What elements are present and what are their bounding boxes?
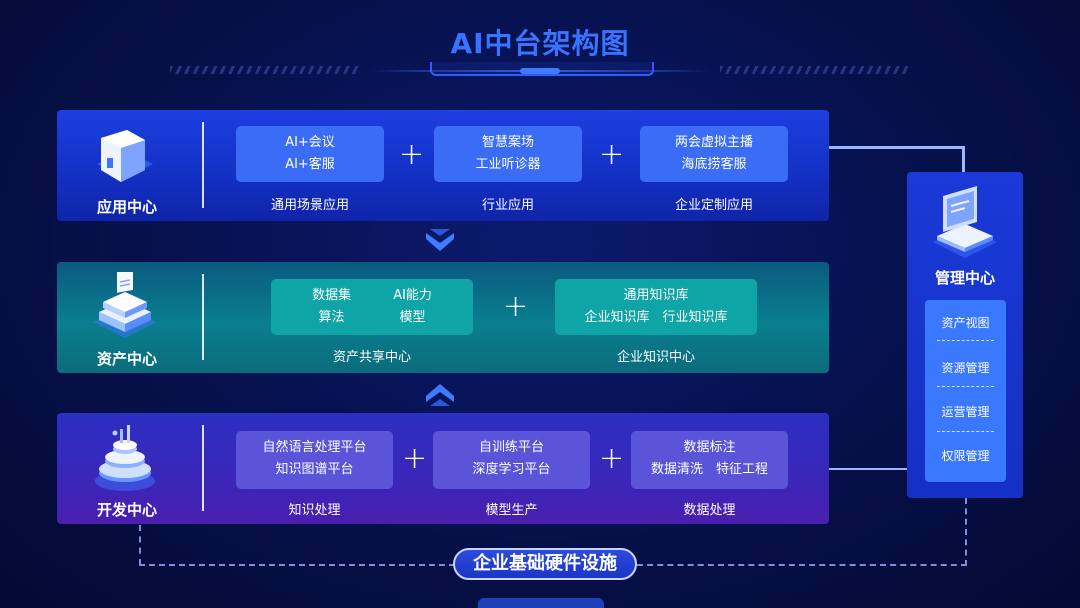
connector-dev-mgmt — [829, 468, 909, 470]
plus-icon: + — [399, 137, 425, 172]
card-line: 通用知识库 — [623, 288, 689, 303]
management-list: 资产视图 资源管理 运营管理 权限管理 — [925, 300, 1006, 482]
card-line: 数据清洗 特征工程 — [650, 462, 768, 477]
asset-center-row: 资产中心 数据集 AI能力 算法 模型 资产共享中心 + 通用知识库 企业知识库… — [57, 262, 829, 373]
card-industry-apps: 智慧案场 工业听诊器 — [434, 126, 582, 182]
card-line: 深度学习平台 — [472, 462, 551, 477]
platform-stack-icon — [95, 425, 155, 491]
asset-center-label: 资产中心 — [96, 350, 157, 368]
dashed-right-horizontal — [637, 564, 967, 566]
mgmt-item-operations: 运营管理 — [941, 405, 990, 419]
header-dot — [520, 68, 560, 74]
plus-icon: + — [402, 441, 428, 476]
caption-asset-sharing: 资产共享中心 — [332, 350, 411, 365]
stacked-server-icon — [93, 272, 157, 338]
header-stripes-right — [720, 66, 910, 74]
plus-icon: + — [599, 441, 625, 476]
management-center-label: 管理中心 — [934, 269, 995, 287]
separator — [937, 431, 994, 432]
card-line: 智慧案场 — [481, 135, 534, 150]
separator — [937, 386, 994, 387]
management-center-panel: 管理中心 资产视图 资源管理 运营管理 权限管理 — [907, 172, 1023, 498]
caption-data-processing: 数据处理 — [683, 503, 736, 518]
asset-item: 模型 — [399, 310, 426, 325]
header-stripes-left — [170, 66, 360, 74]
connector-app-mgmt-down — [962, 146, 965, 174]
caption-knowledge: 企业知识中心 — [616, 350, 695, 365]
card-line: 知识图谱平台 — [275, 462, 354, 477]
card-line: 企业知识库 行业知识库 — [584, 310, 728, 325]
mgmt-item-asset-view: 资产视图 — [941, 316, 990, 330]
card-line: 数据标注 — [683, 440, 736, 455]
card-general-apps: AI+会议 AI+客服 — [236, 126, 384, 182]
grid-row: 算法 模型 — [271, 307, 473, 329]
asset-item: 数据集 — [312, 288, 352, 303]
card-line: 自训练平台 — [478, 440, 544, 455]
card-asset-sharing: 数据集 AI能力 算法 模型 — [271, 279, 473, 335]
dashed-right-vertical — [965, 498, 967, 566]
card-line: 海底捞客服 — [681, 157, 747, 172]
plus-icon: + — [599, 137, 625, 172]
divider — [202, 122, 204, 208]
infrastructure-pill: 企业基础硬件设施 — [453, 548, 637, 580]
laptop-icon — [933, 186, 997, 258]
header: AI中台架构图 — [170, 18, 910, 76]
page-title: AI中台架构图 — [450, 27, 630, 60]
app-center-label: 应用中心 — [96, 198, 157, 216]
arrow-down-icon — [426, 229, 454, 251]
card-knowledge-processing: 自然语言处理平台 知识图谱平台 — [236, 431, 393, 489]
card-data-processing: 数据标注 数据清洗 特征工程 — [631, 431, 788, 489]
card-line: 自然语言处理平台 — [262, 440, 367, 455]
card-line: AI+客服 — [285, 157, 335, 172]
card-knowledge: 通用知识库 企业知识库 行业知识库 — [555, 279, 757, 335]
connector-app-mgmt — [829, 146, 965, 149]
caption-general-apps: 通用场景应用 — [270, 198, 349, 213]
asset-item: AI能力 — [393, 288, 432, 303]
grid-row: 数据集 AI能力 — [271, 285, 473, 307]
dashed-left-vertical — [139, 525, 141, 565]
dev-center-row: 开发中心 自然语言处理平台 知识图谱平台 知识处理 + 自训练平台 深度学习平台… — [57, 413, 829, 524]
card-line: AI+会议 — [285, 135, 335, 150]
card-model-production: 自训练平台 深度学习平台 — [433, 431, 590, 489]
arrow-up-icon — [426, 384, 454, 406]
dashed-left-horizontal — [139, 564, 455, 566]
caption-industry-apps: 行业应用 — [481, 198, 534, 213]
card-custom-apps: 两会虚拟主播 海底捞客服 — [640, 126, 788, 182]
caption-model-production: 模型生产 — [485, 503, 538, 518]
divider — [202, 274, 204, 360]
caption-custom-apps: 企业定制应用 — [674, 198, 753, 213]
asset-item: 算法 — [318, 310, 345, 325]
caption-knowledge-processing: 知识处理 — [288, 503, 341, 518]
mgmt-item-permissions: 权限管理 — [941, 449, 990, 463]
box-icon — [97, 130, 153, 182]
card-line: 两会虚拟主播 — [674, 135, 753, 150]
separator — [937, 340, 994, 341]
dev-center-label: 开发中心 — [96, 501, 157, 519]
divider — [202, 425, 204, 511]
bottom-glow — [478, 598, 604, 608]
app-center-row: 应用中心 AI+会议 AI+客服 通用场景应用 + 智慧案场 工业听诊器 行业应… — [57, 110, 829, 221]
plus-icon: + — [503, 289, 529, 324]
card-line: 工业听诊器 — [475, 157, 541, 172]
mgmt-item-resource: 资源管理 — [941, 361, 990, 375]
